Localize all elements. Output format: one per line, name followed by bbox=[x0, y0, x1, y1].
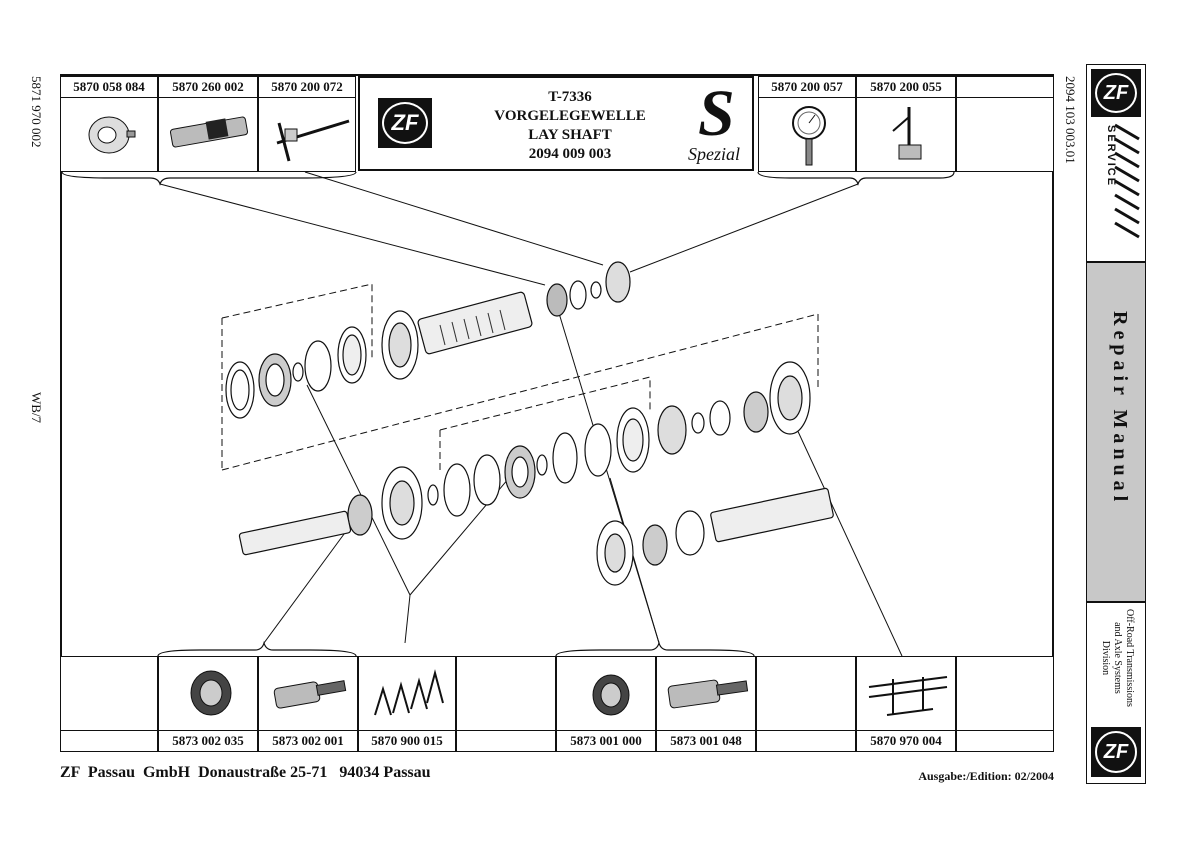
part-number bbox=[957, 77, 1053, 98]
title-german: VORGELEGEWELLE bbox=[494, 108, 646, 124]
gripper-icon bbox=[190, 670, 232, 716]
gripper-icon bbox=[592, 674, 630, 716]
puller-icon bbox=[88, 116, 136, 154]
part-number: 5870 260 002 bbox=[159, 77, 257, 98]
shaft-sleeve-icon bbox=[169, 116, 249, 148]
top-tool-cell-2: 5870 260 002 bbox=[158, 76, 258, 172]
header-title-box: ZF T-7336 VORGELEGEWELLE LAY SHAFT 2094 … bbox=[358, 76, 754, 171]
top-tool-cell-3: 5870 200 072 bbox=[258, 76, 356, 172]
division-line-3: Division bbox=[1100, 640, 1111, 676]
repair-manual-title: R e p a i r M a n u a l bbox=[1109, 311, 1131, 502]
pliers-icon bbox=[374, 669, 444, 716]
top-tool-cell-5: 5870 200 055 bbox=[856, 76, 956, 172]
part-number: 5870 900 015 bbox=[359, 730, 455, 751]
zf-logo-icon: ZF bbox=[378, 98, 432, 148]
bottom-tool-cell-8 bbox=[756, 656, 856, 752]
bottom-tool-cell-1 bbox=[60, 656, 158, 752]
footer-edition: Ausgabe:/Edition: 02/2004 bbox=[918, 769, 1054, 783]
part-number bbox=[61, 730, 157, 751]
drawing-number: 2094 009 003 bbox=[528, 146, 612, 162]
spezial-label: Spezial bbox=[688, 144, 740, 164]
job-code: T-7336 bbox=[548, 89, 592, 105]
bottom-tool-cell-7: 5873 001 048 bbox=[656, 656, 756, 752]
dial-indicator-icon bbox=[792, 106, 826, 166]
footer-company: ZF Passau GmbH Donaustraße 25-71 94034 P… bbox=[60, 764, 431, 781]
part-number: 5873 001 000 bbox=[557, 730, 655, 751]
sidebar-title-panel: R e p a i r M a n u a l bbox=[1086, 262, 1146, 602]
spezial-s-icon: S bbox=[698, 77, 735, 150]
header-lines: T-7336 VORGELEGEWELLE LAY SHAFT 2094 009… bbox=[470, 88, 670, 164]
division-line-2: and Axle Systems bbox=[1112, 622, 1123, 694]
part-number: 5873 001 048 bbox=[657, 730, 755, 751]
bottom-tool-cell-2: 5873 002 035 bbox=[158, 656, 258, 752]
bottom-tool-cell-10 bbox=[956, 656, 1054, 752]
service-stripes-icon bbox=[1114, 123, 1140, 239]
part-number bbox=[757, 730, 855, 751]
bottom-tool-cell-9: 5870 970 004 bbox=[856, 656, 956, 752]
top-tool-cell-1: 5870 058 084 bbox=[60, 76, 158, 172]
bottom-tool-cell-3: 5873 002 001 bbox=[258, 656, 358, 752]
division-line-1: Off-Road Transmissions bbox=[1124, 609, 1135, 707]
part-number: 5870 058 084 bbox=[61, 77, 157, 98]
part-number: 5873 002 035 bbox=[159, 730, 257, 751]
bottom-tool-cell-4: 5870 900 015 bbox=[358, 656, 456, 752]
zf-logo-icon: ZF bbox=[1091, 727, 1141, 777]
depth-gauge-icon bbox=[276, 119, 350, 162]
sidebar-division-panel: Off-Road Transmissions and Axle Systems … bbox=[1086, 602, 1146, 784]
part-number: 5870 970 004 bbox=[857, 730, 955, 751]
part-number: 5870 200 072 bbox=[259, 77, 355, 98]
basic-tool-icon bbox=[273, 680, 347, 709]
zf-logo-icon: ZF bbox=[1091, 69, 1141, 117]
title-english: LAY SHAFT bbox=[528, 127, 612, 143]
sidebar-logo-panel: ZF SERVICE bbox=[1086, 64, 1146, 262]
part-number bbox=[957, 730, 1053, 751]
bottom-tool-cell-6: 5873 001 000 bbox=[556, 656, 656, 752]
part-number: 5870 200 057 bbox=[759, 77, 855, 98]
top-tool-cell-6 bbox=[956, 76, 1054, 172]
separating-device-icon bbox=[868, 676, 948, 716]
part-number: 5870 200 055 bbox=[857, 77, 955, 98]
division-text: Off-Road Transmissions and Axle Systems … bbox=[1099, 609, 1135, 707]
part-number: 5873 002 001 bbox=[259, 730, 357, 751]
bottom-tool-cell-5 bbox=[456, 656, 556, 752]
magnetic-stand-icon bbox=[892, 107, 922, 160]
basic-tool-icon bbox=[667, 679, 749, 709]
top-tool-cell-4: 5870 200 057 bbox=[758, 76, 856, 172]
part-number bbox=[457, 730, 555, 751]
